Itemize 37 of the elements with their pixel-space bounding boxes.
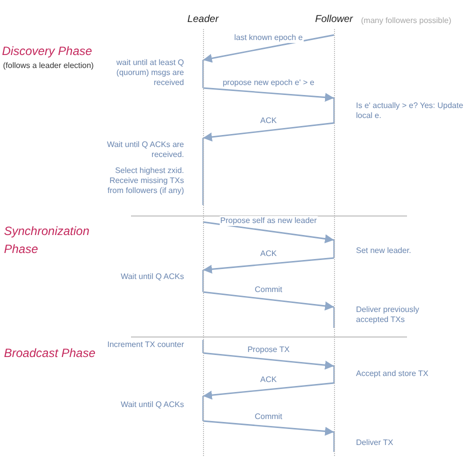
annotation: Is e' actually > e? Yes: Update local e.	[356, 101, 464, 121]
annotation: Deliver previously accepted TXs	[356, 305, 420, 325]
annotation: Increment TX counter	[106, 340, 184, 350]
message-arrow	[202, 352, 334, 370]
edge-label: propose new epoch e' > e	[222, 78, 316, 88]
message-arrow	[202, 257, 334, 274]
annotation: Set new leader.	[356, 246, 412, 256]
edge-label: Propose TX	[246, 344, 291, 354]
phase-title: Synchronization Phase	[4, 223, 90, 258]
edge-label: Propose self as new leader	[219, 216, 318, 226]
phase-title: Discovery Phase	[2, 43, 94, 60]
lifeline	[186, 14, 220, 456]
edge-label: Commit	[254, 284, 284, 294]
annotation: Wait until Q ACKs	[120, 400, 184, 410]
edge-label: last known epoch e	[233, 32, 304, 42]
annotation: Deliver TX	[356, 438, 394, 448]
edge-label: ACK	[259, 249, 278, 259]
phase-subtitle: (follows a leader election)	[3, 60, 95, 72]
lifeline-title: Leader	[187, 14, 219, 26]
message-arrow	[202, 291, 334, 310]
annotation: Select highest zxid. Receive missing TXs from followers (if any)	[106, 166, 184, 196]
phase-title: Broadcast Phase	[4, 345, 96, 362]
edge-label: ACK	[259, 116, 278, 126]
edge-label: ACK	[259, 374, 278, 384]
lifeline-title: Follower	[315, 14, 353, 26]
message-arrow	[202, 122, 334, 142]
edge-label: Commit	[254, 412, 284, 422]
message-arrow	[202, 87, 334, 102]
lifeline-note: (many followers possible)	[361, 15, 452, 27]
annotation: Wait until Q ACKs	[120, 272, 184, 282]
annotation: Accept and store TX	[356, 369, 430, 379]
annotation: wait until at least Q (quorum) msgs are received	[115, 58, 184, 88]
message-arrow	[202, 420, 334, 436]
message-arrow	[202, 382, 334, 400]
annotation: Wait until Q ACKs are received.	[106, 140, 184, 160]
message-arrow	[202, 221, 334, 244]
message-arrow	[202, 34, 334, 63]
